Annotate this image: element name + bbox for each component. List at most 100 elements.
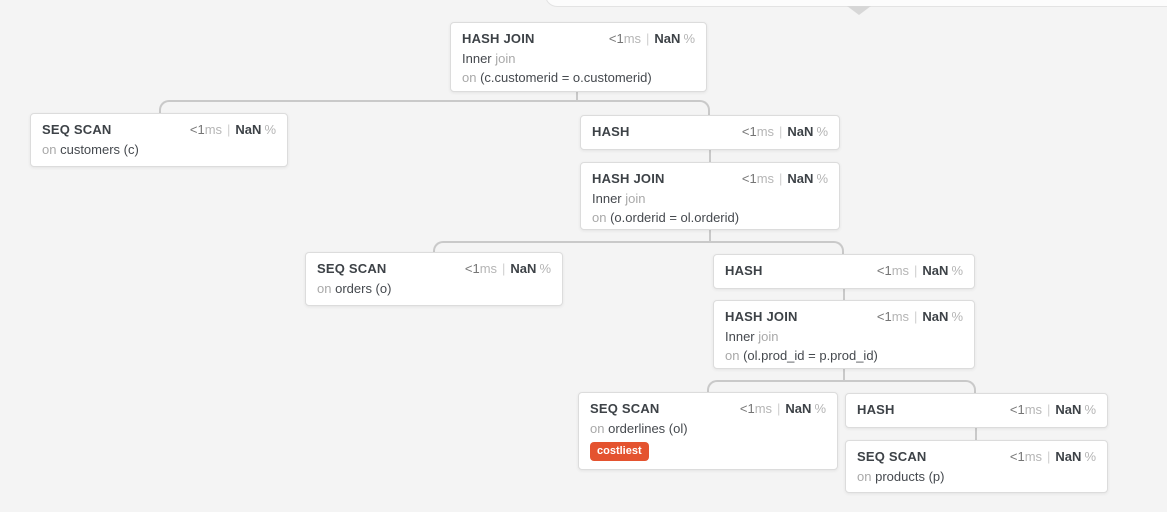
percent-value: NaN bbox=[235, 122, 262, 137]
join-condition: (c.customerid = o.customerid) bbox=[480, 70, 652, 85]
node-header: HASH <1ms|NaN% bbox=[857, 402, 1096, 418]
connector-elbow-left-2 bbox=[433, 241, 711, 252]
node-header: HASH JOIN <1ms|NaN% bbox=[462, 31, 695, 47]
plan-node-seq-scan-customers[interactable]: SEQ SCAN <1ms|NaN% on customers (c) bbox=[30, 113, 288, 167]
plan-node-seq-scan-products[interactable]: SEQ SCAN <1ms | NaN% on products (p) bbox=[845, 440, 1108, 493]
metrics-divider: | bbox=[227, 122, 231, 137]
node-body: Inner join on (ol.prod_id = p.prod_id) bbox=[725, 327, 963, 365]
connector-elbow-left-1 bbox=[159, 100, 578, 113]
connector-hash3-products bbox=[975, 428, 977, 440]
join-condition: (ol.prod_id = p.prod_id) bbox=[743, 348, 878, 363]
node-header: HASH <1ms|NaN% bbox=[592, 124, 828, 140]
percent-unit: % bbox=[539, 261, 551, 276]
plan-node-hash-join-orders[interactable]: HASH JOIN <1ms|NaN% Inner join on (o.ord… bbox=[580, 162, 840, 230]
duration-unit: ms bbox=[623, 31, 642, 46]
node-body: Inner join on (o.orderid = ol.orderid) bbox=[592, 189, 828, 227]
node-header: HASH <1ms|NaN% bbox=[725, 263, 963, 279]
duration-unit: ms bbox=[754, 401, 773, 416]
connector-elbow-right-1 bbox=[577, 100, 710, 115]
duration-value: <1 bbox=[876, 309, 892, 324]
duration-unit: ms bbox=[1024, 402, 1043, 417]
plan-node-seq-scan-orderlines[interactable]: SEQ SCAN <1ms|NaN% on orderlines (ol) co… bbox=[578, 392, 838, 470]
connector-elbow-right-2 bbox=[709, 241, 844, 254]
node-header: SEQ SCAN <1ms | NaN% bbox=[857, 449, 1096, 465]
node-header: HASH JOIN <1ms|NaN% bbox=[592, 171, 828, 187]
plan-node-hash-2[interactable]: HASH <1ms|NaN% bbox=[713, 254, 975, 289]
node-metrics: <1ms|NaN% bbox=[190, 122, 276, 138]
on-word: on bbox=[725, 348, 740, 363]
scan-target: orderlines (ol) bbox=[608, 421, 688, 436]
duration-value: <1 bbox=[739, 401, 755, 416]
node-body: on orderlines (ol) costliest bbox=[590, 419, 826, 461]
percent-value: NaN bbox=[785, 401, 812, 416]
scan-target: orders (o) bbox=[335, 281, 392, 296]
duration-value: <1 bbox=[608, 31, 624, 46]
scan-target: products (p) bbox=[875, 469, 945, 484]
percent-unit: % bbox=[816, 124, 828, 139]
plan-node-hash-join-products[interactable]: HASH JOIN <1ms|NaN% Inner join on (ol.pr… bbox=[713, 300, 975, 369]
percent-value: NaN bbox=[787, 124, 814, 139]
duration-unit: ms bbox=[891, 263, 910, 278]
connector-hash1-hashjoin2 bbox=[709, 150, 711, 162]
scan-target: customers (c) bbox=[60, 142, 139, 157]
metrics-divider: | bbox=[914, 263, 918, 278]
percent-value: NaN bbox=[922, 309, 949, 324]
join-modifier: Inner bbox=[592, 191, 622, 206]
metrics-divider: | bbox=[779, 124, 783, 139]
connector-stub-1 bbox=[576, 92, 578, 102]
percent-value: NaN bbox=[787, 171, 814, 186]
percent-unit: % bbox=[951, 309, 963, 324]
duration-value: <1 bbox=[1009, 449, 1025, 464]
on-word: on bbox=[590, 421, 605, 436]
node-body: on products (p) bbox=[857, 467, 1096, 486]
metrics-divider: | bbox=[502, 261, 506, 276]
node-metrics: <1ms|NaN% bbox=[877, 263, 963, 279]
node-metrics: <1ms | NaN% bbox=[877, 309, 963, 325]
metrics-divider: | bbox=[914, 309, 918, 324]
node-metrics: <1ms|NaN% bbox=[609, 31, 695, 47]
percent-unit: % bbox=[1084, 402, 1096, 417]
node-type-label: SEQ SCAN bbox=[590, 401, 660, 416]
costliest-badge: costliest bbox=[590, 442, 649, 461]
percent-value: NaN bbox=[922, 263, 949, 278]
join-modifier: Inner bbox=[462, 51, 492, 66]
metrics-divider: | bbox=[1047, 449, 1051, 464]
node-type-label: HASH bbox=[857, 402, 895, 417]
node-type-label: HASH JOIN bbox=[592, 171, 665, 186]
duration-unit: ms bbox=[891, 309, 910, 324]
connector-stub-3 bbox=[843, 369, 845, 381]
percent-unit: % bbox=[951, 263, 963, 278]
duration-value: <1 bbox=[1009, 402, 1025, 417]
duration-unit: ms bbox=[1024, 449, 1043, 464]
join-word: join bbox=[758, 329, 779, 344]
duration-unit: ms bbox=[479, 261, 498, 276]
metrics-divider: | bbox=[779, 171, 783, 186]
node-metrics: <1ms|NaN% bbox=[740, 401, 826, 417]
node-type-label: HASH JOIN bbox=[462, 31, 535, 46]
connector-elbow-right-3 bbox=[843, 380, 976, 393]
metrics-divider: | bbox=[646, 31, 650, 46]
join-word: join bbox=[625, 191, 646, 206]
plan-node-hash-1[interactable]: HASH <1ms|NaN% bbox=[580, 115, 840, 150]
node-metrics: <1ms|NaN% bbox=[465, 261, 551, 277]
node-type-label: SEQ SCAN bbox=[42, 122, 112, 137]
plan-node-hash-3[interactable]: HASH <1ms|NaN% bbox=[845, 393, 1108, 428]
join-word: join bbox=[495, 51, 516, 66]
node-type-label: SEQ SCAN bbox=[857, 449, 927, 464]
connector-stub-2 bbox=[709, 230, 711, 242]
plan-node-hash-join-root[interactable]: HASH JOIN <1ms|NaN% Inner join on (c.cus… bbox=[450, 22, 707, 92]
node-header: SEQ SCAN <1ms|NaN% bbox=[317, 261, 551, 277]
node-type-label: HASH bbox=[592, 124, 630, 139]
on-word: on bbox=[462, 70, 477, 85]
node-type-label: SEQ SCAN bbox=[317, 261, 387, 276]
duration-value: <1 bbox=[464, 261, 480, 276]
caret-down-icon[interactable] bbox=[847, 6, 871, 15]
percent-value: NaN bbox=[1055, 449, 1082, 464]
connector-hash2-hashjoin3 bbox=[843, 289, 845, 300]
percent-value: NaN bbox=[654, 31, 681, 46]
join-modifier: Inner bbox=[725, 329, 755, 344]
node-header: SEQ SCAN <1ms|NaN% bbox=[590, 401, 826, 417]
plan-node-seq-scan-orders[interactable]: SEQ SCAN <1ms|NaN% on orders (o) bbox=[305, 252, 563, 306]
percent-unit: % bbox=[1084, 449, 1096, 464]
on-word: on bbox=[857, 469, 872, 484]
